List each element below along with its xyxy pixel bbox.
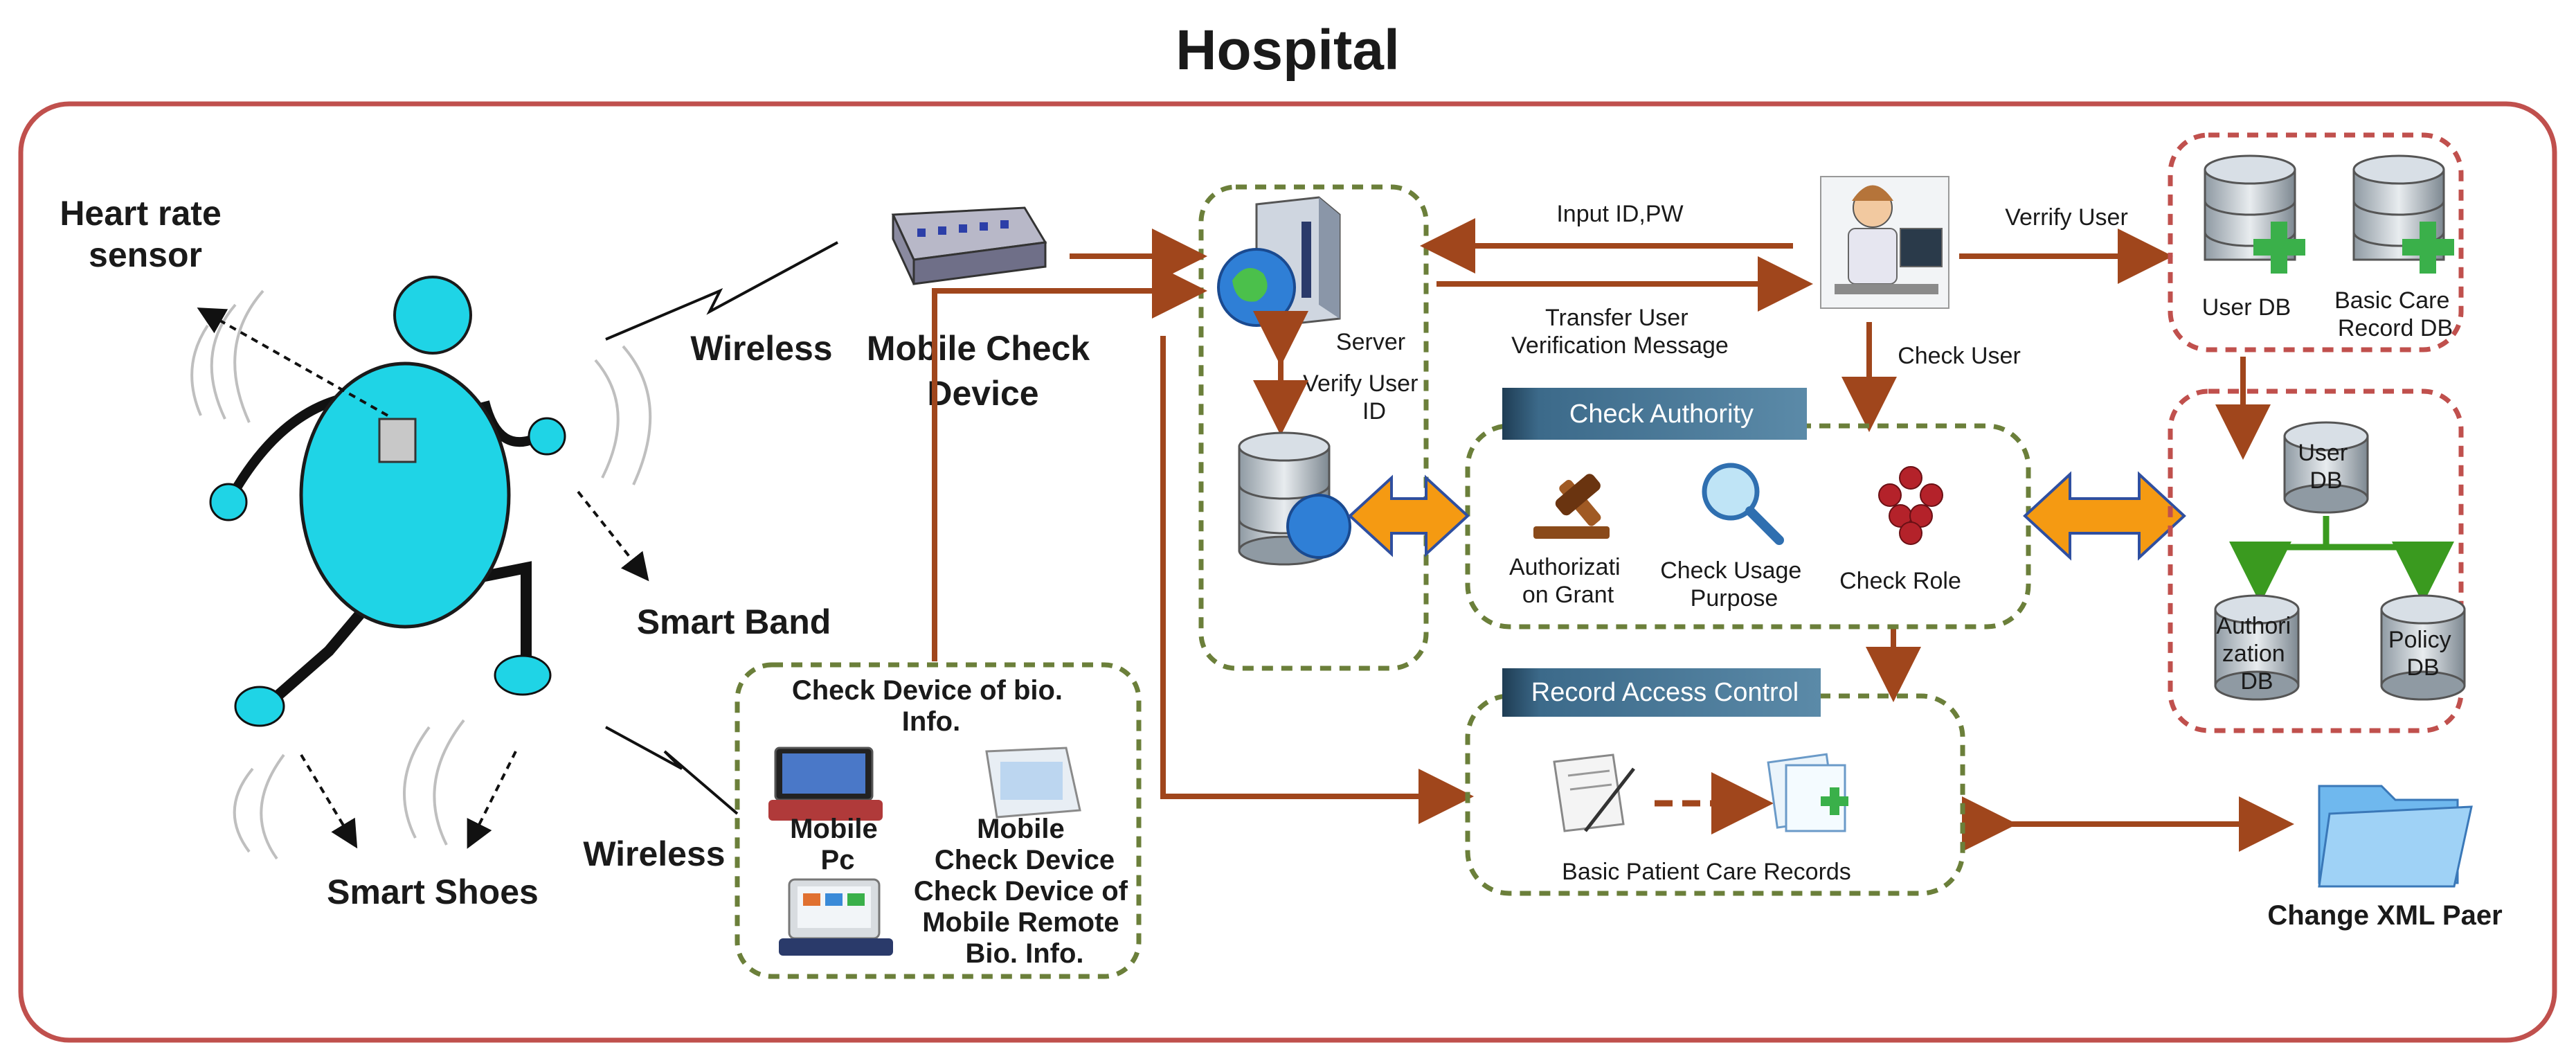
- verify-user-id-label: Verify User ID: [1303, 370, 1425, 425]
- transfer-user-label: Transfer User Verification Message: [1511, 305, 1729, 359]
- wireless-signal-bottom: [605, 726, 739, 815]
- mobile-pc-label: Mobile Pc: [790, 814, 885, 875]
- xml-folder-icon: [2318, 785, 2473, 888]
- authorization-db-label: Authori zation DB: [2216, 613, 2297, 695]
- heart-rate-sensor-chip: [378, 418, 417, 463]
- role-group-icon: [1878, 466, 1943, 545]
- check-device-remote-label: Check Device of Mobile Remote Bio. Info.: [914, 876, 1135, 969]
- user-db-right-label: User DB: [2298, 440, 2354, 494]
- authorization-grant-label: Authorizati on Grant: [1509, 554, 1627, 608]
- person-figure: [190, 276, 652, 860]
- record-access-control-group: [1465, 693, 1965, 896]
- gavel-icon: [1533, 474, 1610, 539]
- user-db-icon: [2204, 154, 2305, 274]
- authorization-db-icon: [2214, 594, 2300, 701]
- verify-user-label: Verrify User: [2005, 204, 2128, 231]
- input-id-pw-label: Input ID,PW: [1556, 201, 1683, 227]
- policy-db-icon: [2380, 594, 2466, 701]
- flow-arrows: [932, 218, 2294, 852]
- xml-records-icon: [1767, 753, 1848, 832]
- user-db-right-icon: [2283, 421, 2369, 514]
- orange-double-arrow-right: [2023, 471, 2186, 561]
- remote-bio-device-icon: [779, 878, 893, 956]
- smart-band-label: Smart Band: [637, 602, 831, 641]
- care-record-document-icon: [1553, 753, 1635, 832]
- wireless-bottom-label: Wireless: [583, 834, 725, 873]
- check-role-label: Check Role: [1839, 568, 1961, 594]
- wireless-top-label: Wireless: [690, 329, 832, 368]
- server-group: [1198, 184, 1429, 671]
- check-user-label: Check User: [1898, 343, 2021, 369]
- mobile-pc-icon: [768, 747, 883, 821]
- basic-care-record-db-label: Basic Care Record DB: [2334, 287, 2456, 341]
- basic-patient-care-records-label: Basic Patient Care Records: [1562, 859, 1851, 885]
- record-access-control-header: [1502, 668, 1821, 717]
- heart-rate-sensor-label: Heart rate sensor: [60, 194, 231, 274]
- hospital-frame: [18, 101, 2557, 1043]
- operator-icon: [1820, 176, 1949, 309]
- server-icon: [1217, 196, 1341, 327]
- policy-db-label: Policy DB: [2388, 627, 2458, 681]
- head: [393, 276, 472, 355]
- basic-care-record-db-icon: [2352, 154, 2454, 274]
- wireless-signal-top: [605, 241, 838, 341]
- smart-shoes-label: Smart Shoes: [327, 873, 539, 911]
- mobile-check-device-small-icon: [985, 747, 1081, 819]
- check-device-bio-label: Check Device of bio. Info.: [792, 675, 1070, 737]
- mobile-check-device-small-label: Mobile Check Device: [935, 814, 1115, 875]
- diagram-title: Hospital: [1176, 19, 1399, 82]
- user-db-top-label: User DB: [2202, 294, 2291, 321]
- db-tree-arrows: [2229, 516, 2454, 604]
- server-label: Server: [1336, 329, 1405, 355]
- check-authority-title: Check Authority: [1569, 400, 1754, 429]
- mobile-check-device-icon: [891, 206, 1047, 285]
- top-db-group: [2168, 132, 2464, 352]
- right-db-group: [2168, 388, 2464, 733]
- check-usage-purpose-label: Check Usage Purpose: [1660, 557, 1808, 611]
- torso: [299, 361, 511, 629]
- check-authority-header: [1502, 388, 1807, 440]
- bio-info-device-group: [735, 662, 1142, 979]
- mobile-check-device-label: Mobile Check Device: [867, 329, 1099, 413]
- server-database-icon: [1238, 431, 1351, 566]
- record-access-control-title: Record Access Control: [1531, 678, 1799, 707]
- orange-double-arrow-left: [1348, 474, 1470, 557]
- magnifier-icon: [1702, 463, 1784, 545]
- sensor-pointers: [197, 307, 649, 849]
- change-xml-paper-label: Change XML Paer: [2267, 900, 2502, 931]
